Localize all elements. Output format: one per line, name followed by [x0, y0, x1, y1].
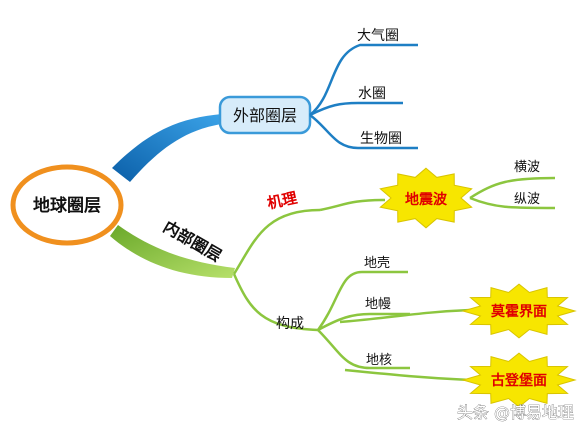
outer-branch-biosphere — [309, 114, 418, 150]
outer-main-branch — [112, 114, 222, 182]
seismic-wave-label: 地震波 — [405, 191, 448, 208]
gutenberg-burst[interactable] — [461, 352, 577, 408]
inner-main-branch — [110, 225, 235, 278]
wave-p: 纵波 — [514, 192, 540, 207]
outer-item-atmosphere: 大气圈 — [357, 28, 399, 44]
outer-branch-hydrosphere — [309, 101, 403, 117]
outer-item-hydrosphere: 水圈 — [358, 86, 386, 102]
branch-gutenberg — [344, 368, 471, 382]
branch-to-mechanism — [232, 208, 321, 275]
structure-label: 构成 — [276, 316, 304, 332]
branch-p-wave — [469, 196, 556, 210]
branch-shear-wave — [469, 176, 556, 200]
outer-sub-branches — [309, 43, 418, 150]
outer-branch-atmosphere — [309, 43, 418, 116]
outer-item-biosphere: 生物圈 — [360, 131, 402, 147]
root-ring[interactable] — [10, 164, 124, 246]
mechanism-label: 机理 — [266, 189, 299, 213]
seismic-wave-burst[interactable] — [379, 167, 473, 229]
branch-core — [317, 329, 410, 370]
branch-crust — [316, 270, 408, 331]
branch-moho — [339, 308, 471, 324]
structure-mantle: 地幔 — [365, 297, 391, 312]
root-label: 地球圈层 — [33, 195, 101, 216]
moho-burst[interactable] — [461, 283, 577, 339]
structure-core: 地核 — [366, 353, 392, 368]
outer-label: 外部圈层 — [233, 106, 297, 125]
inner-sub-branches — [232, 176, 556, 382]
moho-label: 莫霍界面 — [490, 303, 547, 320]
wave-shear: 横波 — [514, 160, 540, 175]
branch-mechanism-to-seismic — [319, 198, 386, 212]
branch-mantle — [317, 312, 410, 332]
structure-crust: 地壳 — [364, 256, 390, 271]
watermark: 头条 @博易地理 — [457, 403, 574, 422]
gutenberg-label: 古登堡面 — [491, 372, 547, 389]
branch-to-structure — [232, 273, 319, 332]
